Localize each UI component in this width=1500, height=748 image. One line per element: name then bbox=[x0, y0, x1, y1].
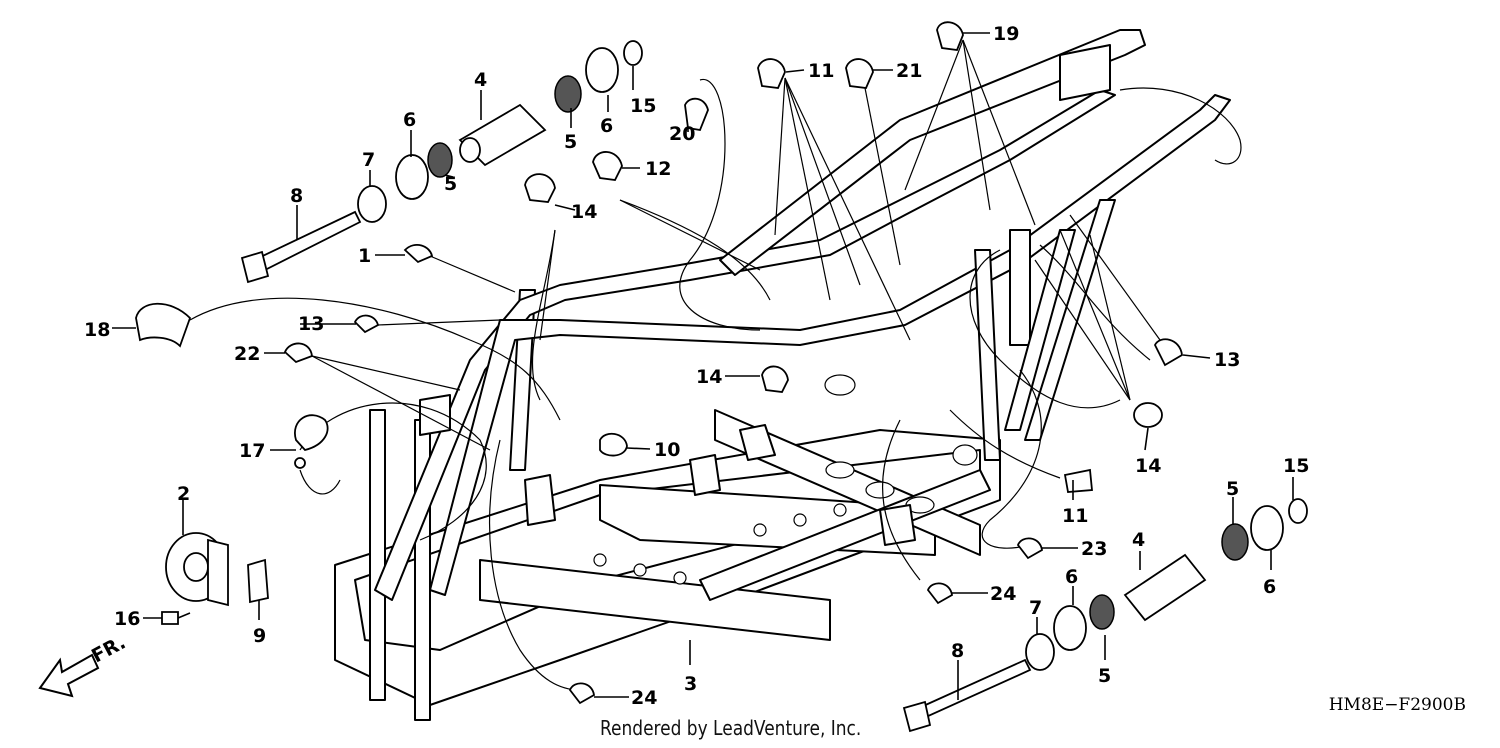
callout-3: 3 bbox=[684, 673, 697, 695]
callout-12: 12 bbox=[645, 158, 671, 180]
front-direction-arrow-icon bbox=[38, 653, 100, 698]
callout-9: 9 bbox=[253, 625, 266, 647]
leader-lines bbox=[112, 32, 1294, 700]
callout-4: 4 bbox=[474, 69, 487, 91]
callout-5: 5 bbox=[1098, 665, 1111, 687]
callout-7: 7 bbox=[1029, 597, 1042, 619]
callout-22: 22 bbox=[234, 343, 260, 365]
clamps bbox=[135, 21, 1183, 705]
callout-6: 6 bbox=[600, 115, 613, 137]
callout-14: 14 bbox=[696, 366, 722, 388]
callout-21: 21 bbox=[896, 60, 922, 82]
callout-15: 15 bbox=[630, 95, 656, 117]
callout-8: 8 bbox=[290, 185, 303, 207]
callout-1: 1 bbox=[358, 245, 371, 267]
callout-14: 14 bbox=[571, 201, 597, 223]
callout-16: 16 bbox=[114, 608, 140, 630]
callout-24: 24 bbox=[990, 583, 1016, 605]
callout-4: 4 bbox=[1132, 529, 1145, 551]
callout-13: 13 bbox=[298, 313, 324, 335]
callout-24: 24 bbox=[631, 687, 657, 709]
callout-23: 23 bbox=[1081, 538, 1107, 560]
callout-8: 8 bbox=[951, 640, 964, 662]
callout-5: 5 bbox=[444, 173, 457, 195]
callout-10: 10 bbox=[654, 439, 680, 461]
callout-7: 7 bbox=[362, 149, 375, 171]
callouts: 1 2 3 4 4 5 5 5 5 6 6 6 6 7 7 8 8 9 10 1… bbox=[84, 23, 1309, 709]
diagram-code: HM8E−F2900B bbox=[1328, 695, 1466, 715]
callout-6: 6 bbox=[1065, 566, 1078, 588]
render-credit: Rendered by LeadVenture, Inc. bbox=[600, 716, 862, 740]
callout-18: 18 bbox=[84, 319, 110, 341]
callout-6: 6 bbox=[403, 109, 416, 131]
callout-14: 14 bbox=[1135, 455, 1161, 477]
upper-axle-assembly bbox=[240, 40, 643, 284]
callout-5: 5 bbox=[1226, 478, 1239, 500]
harness-routing-lines bbox=[189, 79, 1242, 691]
callout-17: 17 bbox=[239, 440, 265, 462]
callout-19: 19 bbox=[993, 23, 1019, 45]
callout-2: 2 bbox=[177, 483, 190, 505]
callout-15: 15 bbox=[1283, 455, 1309, 477]
callout-20: 20 bbox=[669, 123, 695, 145]
callout-11: 11 bbox=[808, 60, 834, 82]
lower-axle-assembly bbox=[902, 498, 1308, 733]
main-frame bbox=[334, 29, 1231, 721]
callout-6: 6 bbox=[1263, 576, 1276, 598]
callout-13: 13 bbox=[1214, 349, 1240, 371]
horn-assembly bbox=[161, 532, 269, 625]
callout-11: 11 bbox=[1062, 505, 1088, 527]
callout-5: 5 bbox=[564, 131, 577, 153]
